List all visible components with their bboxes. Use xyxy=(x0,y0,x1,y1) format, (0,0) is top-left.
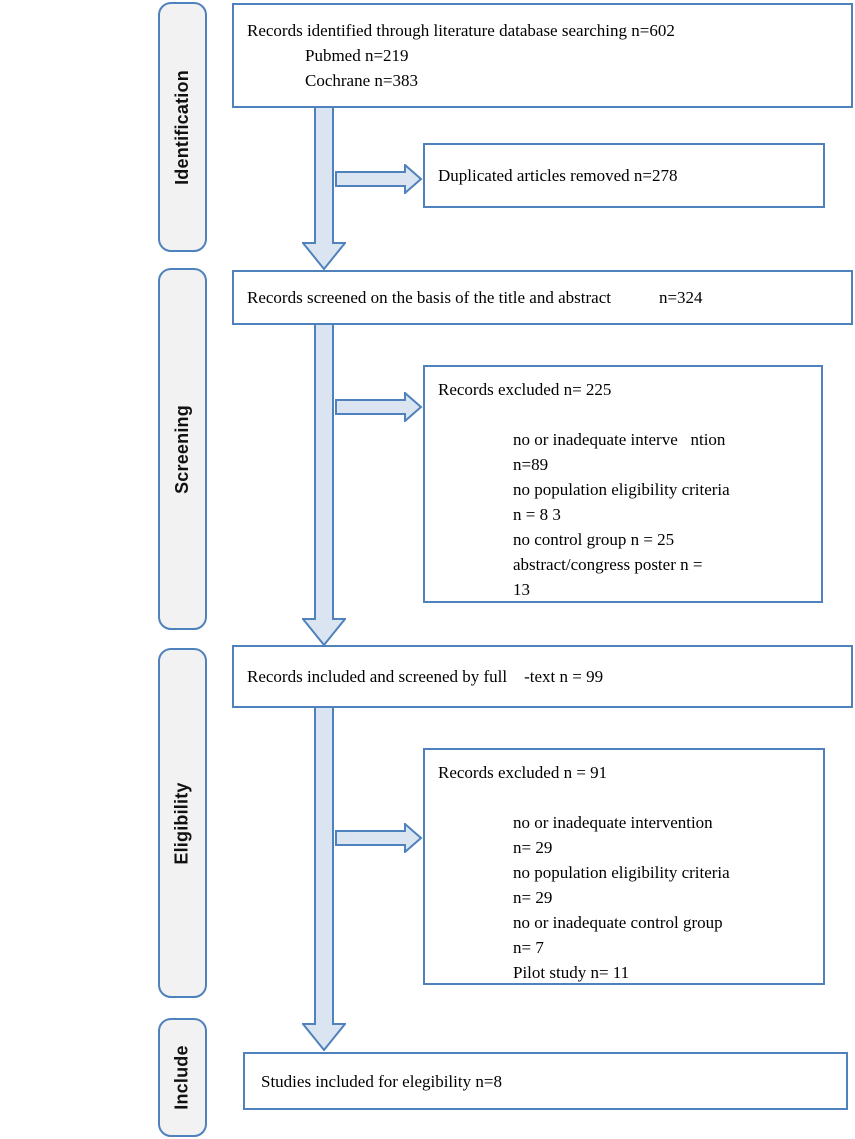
records-identified-cochrane: Cochrane n=383 xyxy=(305,71,418,90)
records-screened-text: Records screened on the basis of the tit… xyxy=(247,288,611,307)
records-identified-total: Records identified through literature da… xyxy=(247,21,675,40)
arrow-down-identification-to-screening xyxy=(302,107,346,270)
box-excluded-eligibility: Records excluded n = 91 no or inadequate… xyxy=(423,748,825,985)
excluded-eligibility-reason: n= 7 xyxy=(513,938,544,957)
excluded-screening-reason: no population eligibility criteria xyxy=(513,480,730,499)
box-duplicates-removed: Duplicated articles removed n=278 xyxy=(423,143,825,208)
excluded-eligibility-reason: no population eligibility criteria xyxy=(513,863,730,882)
excluded-screening-reason: no control group n = 25 xyxy=(513,530,675,549)
stage-label-eligibility: Eligibility xyxy=(172,781,192,865)
excluded-screening-reason: n=89 xyxy=(513,455,549,474)
box-records-screened: Records screened on the basis of the tit… xyxy=(232,270,853,325)
arrow-right-to-excluded-screening xyxy=(335,392,423,422)
excluded-screening-reason: 13 xyxy=(513,580,530,599)
excluded-eligibility-title: Records excluded n = 91 xyxy=(438,763,608,782)
arrow-right-to-excluded-eligibility xyxy=(335,823,423,853)
excluded-screening-reason: no or inadequate interve ntion xyxy=(513,430,726,449)
studies-included-text: Studies included for elegibility n=8 xyxy=(261,1071,502,1091)
fulltext-screened-text: Records included and screened by full -t… xyxy=(247,667,604,686)
excluded-screening-title: Records excluded n= 225 xyxy=(438,380,612,399)
stage-pill-eligibility: Eligibility xyxy=(158,648,207,998)
box-fulltext-screened: Records included and screened by full -t… xyxy=(232,645,853,708)
records-screened-count: n=324 xyxy=(658,288,703,307)
excluded-eligibility-reason: no or inadequate intervention xyxy=(513,813,713,832)
arrow-down-screening-to-eligibility xyxy=(302,324,346,646)
excluded-screening-reason: n = 8 3 xyxy=(513,505,561,524)
records-identified-pubmed: Pubmed n=219 xyxy=(305,46,409,65)
stage-pill-screening: Screening xyxy=(158,268,207,630)
stage-pill-include: Include xyxy=(158,1018,207,1137)
duplicates-removed-text: Duplicated articles removed n=278 xyxy=(438,166,678,185)
excluded-eligibility-reason: n= 29 xyxy=(513,888,553,907)
stage-label-identification: Identification xyxy=(172,69,192,185)
box-records-identified: Records identified through literature da… xyxy=(232,3,853,108)
arrow-down-eligibility-to-include xyxy=(302,707,346,1051)
stage-label-include: Include xyxy=(172,1045,193,1110)
box-excluded-screening: Records excluded n= 225 no or inadequate… xyxy=(423,365,823,603)
excluded-eligibility-reason: no or inadequate control group xyxy=(513,913,723,932)
excluded-eligibility-reason: n= 29 xyxy=(513,838,553,857)
stage-label-screening: Screening xyxy=(172,404,192,494)
excluded-eligibility-reason: Pilot study n= 11 xyxy=(513,963,630,982)
excluded-screening-reason: abstract/congress poster n = xyxy=(513,555,703,574)
stage-pill-identification: Identification xyxy=(158,2,207,252)
box-studies-included: Studies included for elegibility n=8 xyxy=(243,1052,848,1110)
arrow-right-to-duplicates xyxy=(335,164,423,194)
